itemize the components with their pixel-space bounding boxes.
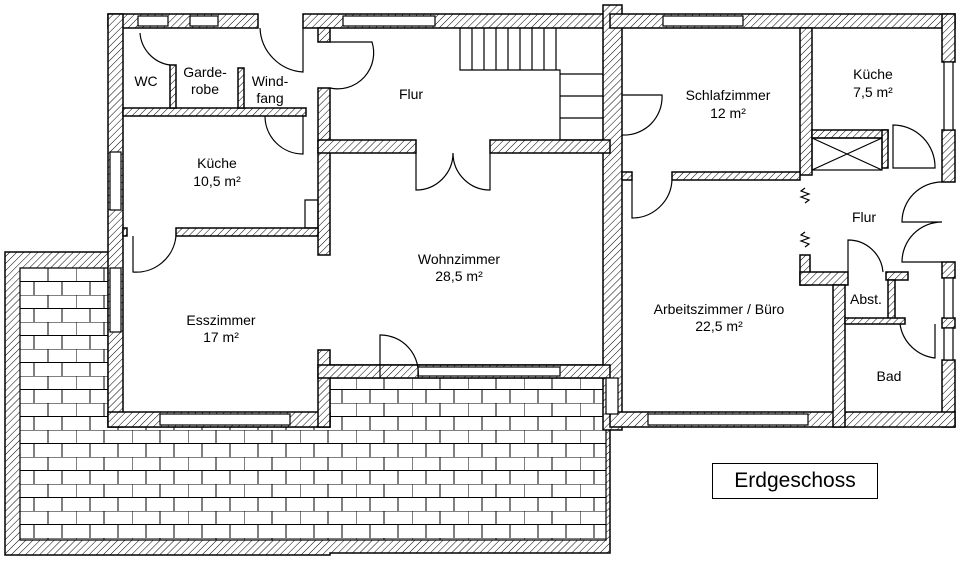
floor-title: Erdgeschoss [712,463,878,499]
room-label-esszimmer: Esszimmer [186,312,256,328]
room-label-windfang: Wind- [252,73,289,89]
room-label-flur: Flur [399,86,423,102]
shaft [811,137,883,171]
stairs [459,28,603,141]
room-area-kueche-2: 7,5 m² [853,84,893,100]
room-label-garderobe-2: robe [191,81,219,97]
room-label-flur-2: Flur [852,209,876,225]
room-label-kueche-2: Küche [853,66,893,82]
terrace [4,251,611,556]
doors [132,27,943,379]
room-label-wohnzimmer: Wohnzimmer [418,251,501,267]
room-label-windfang-2: fang [256,90,283,106]
room-label-arbeitszimmer: Arbeitszimmer / Büro [654,301,785,317]
room-label-abstellraum: Abst. [850,291,882,307]
room-area-schlafzimmer: 12 m² [710,105,746,121]
room-area-wohnzimmer: 28,5 m² [435,268,483,284]
windows [109,15,954,426]
room-area-esszimmer: 17 m² [203,329,239,345]
room-area-kueche: 10,5 m² [193,173,241,189]
room-label-wc: WC [134,73,157,89]
room-label-kueche: Küche [197,155,237,171]
room-area-arbeitszimmer: 22,5 m² [695,318,743,334]
room-label-garderobe: Garde- [183,64,227,80]
room-label-bad: Bad [877,368,902,384]
room-label-schlafzimmer: Schlafzimmer [686,87,771,103]
